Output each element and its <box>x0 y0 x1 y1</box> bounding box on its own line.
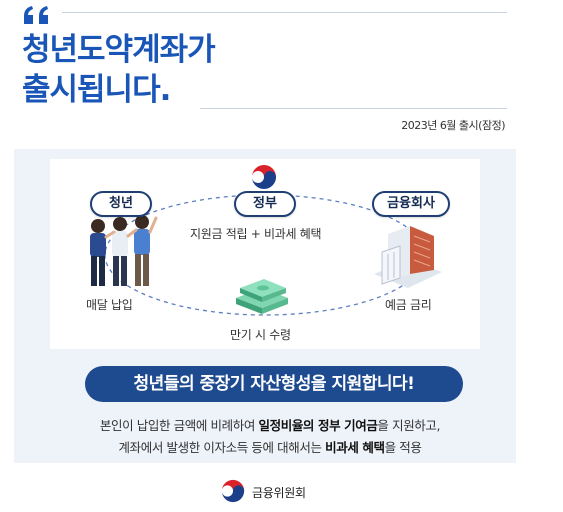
gov-support-label: 지원금 적립 + 비과세 혜택 <box>190 227 322 241</box>
maturity-label: 만기 시 수령 <box>230 328 291 342</box>
youth-pill: 청년 <box>90 191 152 217</box>
desc-2-highlight: 비과세 혜택 <box>325 440 385 455</box>
people-illustration <box>90 215 158 286</box>
deposit-interest-label: 예금 금리 <box>385 298 432 312</box>
title-line-1: 청년도약계좌가 <box>22 32 216 68</box>
top-divider <box>62 12 507 13</box>
bank-building-illustration <box>374 226 442 288</box>
monthly-payment-label: 매달 납입 <box>86 298 133 312</box>
description-line-2: 계좌에서 발생한 이자소득 등에 대해서는 비과세 혜택을 적용 <box>30 437 510 456</box>
title-divider <box>200 108 507 109</box>
page-title: 청년도약계좌가 출시됩니다. <box>22 30 216 110</box>
quote-icon <box>24 6 48 24</box>
desc-1-text-a: 본인이 납입한 금액에 비례하여 <box>99 418 259 433</box>
desc-2-text-a: 계좌에서 발생한 이자소득 등에 대해서는 <box>118 440 326 455</box>
release-date: 2023년 6월 출시(잠정) <box>401 119 505 132</box>
organization-name: 금융위원회 <box>252 486 306 500</box>
description-line-1: 본인이 납입한 금액에 비례하여 일정비율의 정부 기여금을 지원하고, <box>30 415 510 434</box>
financial-company-pill: 금융회사 <box>372 191 450 217</box>
desc-2-text-c: 을 적용 <box>384 440 422 455</box>
desc-1-highlight: 일정비율의 정부 기여금 <box>258 418 378 433</box>
title-line-2: 출시됩니다. <box>22 72 171 108</box>
desc-1-text-c: 을 지원하고, <box>377 418 441 433</box>
government-pill: 정부 <box>234 191 296 217</box>
gov-emblem-icon <box>251 164 277 190</box>
headline-banner: 청년들의 중장기 자산형성을 지원합니다! <box>85 366 463 402</box>
money-stack-illustration <box>236 279 288 314</box>
fsc-emblem-icon <box>220 478 246 504</box>
